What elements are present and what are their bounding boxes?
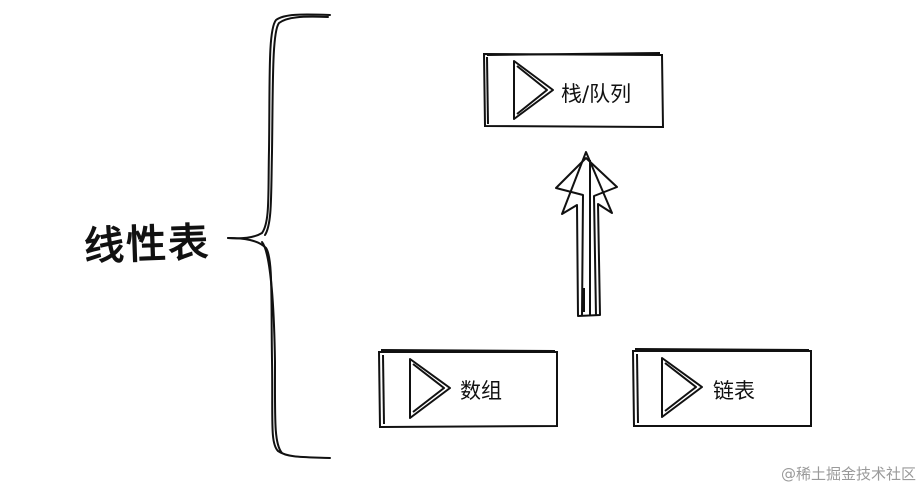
linked-list-box-outline	[631, 348, 812, 427]
linked-list-label: 链表	[713, 379, 755, 403]
stack-queue-box-outline	[482, 52, 665, 129]
up-arrow	[555, 151, 618, 317]
array-play-icon	[409, 358, 451, 419]
stack-queue-play-icon	[513, 60, 554, 120]
array-box-outline	[377, 349, 558, 429]
array-label: 数组	[460, 379, 502, 403]
root-label: 线性表	[83, 218, 211, 271]
curly-brace	[227, 13, 331, 459]
linked-list-play-icon	[661, 357, 703, 418]
stack-queue-label: 栈/队列	[561, 82, 632, 106]
watermark: @稀土掘金技术社区	[780, 465, 916, 483]
